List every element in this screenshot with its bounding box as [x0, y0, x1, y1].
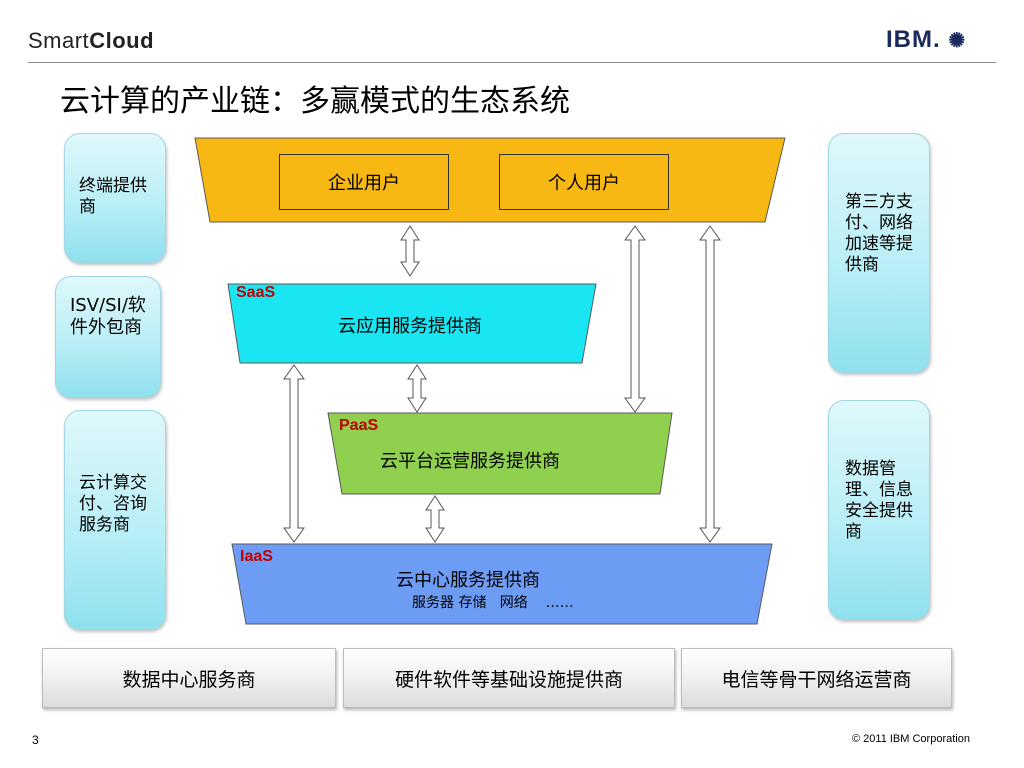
bottom-telecom-operators: 电信等骨干网络运营商 — [681, 648, 952, 708]
left-panel-text: 终端提供商 — [79, 176, 147, 217]
bottom-infrastructure-providers: 硬件软件等基础设施提供商 — [343, 648, 675, 708]
right-panel-text: 数据管理、信息安全提供商 — [845, 459, 913, 542]
double-arrow-icon — [699, 225, 721, 543]
globe-icon: ✺ — [948, 30, 967, 52]
paas-layer-shape — [327, 412, 673, 495]
saas-tag: SaaS — [236, 284, 276, 301]
brand-suffix: Cloud — [89, 28, 155, 53]
left-panel-text: ISV/SI/软件外包商 — [70, 295, 146, 338]
iaas-tag: IaaS — [240, 548, 273, 565]
brand-prefix: Smart — [28, 28, 90, 53]
page-title: 云计算的产业链：多赢模式的生态系统 — [60, 84, 570, 119]
left-panel-isv: ISV/SI/软件外包商 — [55, 276, 161, 398]
paas-label: 云平台运营服务提供商 — [380, 451, 560, 472]
paas-tag: PaaS — [339, 417, 379, 434]
left-panel-text: 云计算交付、咨询服务商 — [79, 473, 147, 535]
left-panel-terminal-providers: 终端提供商 — [64, 133, 166, 263]
iaas-label: 云中心服务提供商 — [396, 570, 540, 591]
user-layer-shape — [194, 137, 786, 223]
ibm-logo-text: IBM. — [886, 26, 941, 53]
page-number: 3 — [32, 733, 39, 747]
saas-label: 云应用服务提供商 — [338, 316, 482, 337]
double-arrow-icon — [624, 225, 646, 413]
right-panel-text: 第三方支付、网络加速等提供商 — [845, 192, 913, 275]
ibm-logo: IBM. ✺ — [886, 26, 966, 54]
iaas-sublabel: 服务器 存储 网络 …… — [412, 595, 574, 611]
smartcloud-logo: SmartCloud — [28, 28, 154, 54]
copyright-text: © 2011 IBM Corporation — [852, 733, 970, 745]
individual-users-box: 个人用户 — [499, 154, 669, 210]
left-panel-cloud-consulting: 云计算交付、咨询服务商 — [64, 410, 166, 630]
iaas-layer-shape — [231, 543, 773, 625]
double-arrow-icon — [400, 225, 420, 277]
double-arrow-icon — [425, 495, 445, 543]
right-panel-data-security: 数据管理、信息安全提供商 — [828, 400, 930, 620]
double-arrow-icon — [283, 364, 305, 543]
right-panel-third-party: 第三方支付、网络加速等提供商 — [828, 133, 930, 373]
enterprise-users-box: 企业用户 — [279, 154, 449, 210]
double-arrow-icon — [407, 364, 427, 413]
bottom-datacenter-providers: 数据中心服务商 — [42, 648, 336, 708]
saas-layer-shape — [227, 283, 597, 364]
header-divider — [28, 62, 996, 63]
